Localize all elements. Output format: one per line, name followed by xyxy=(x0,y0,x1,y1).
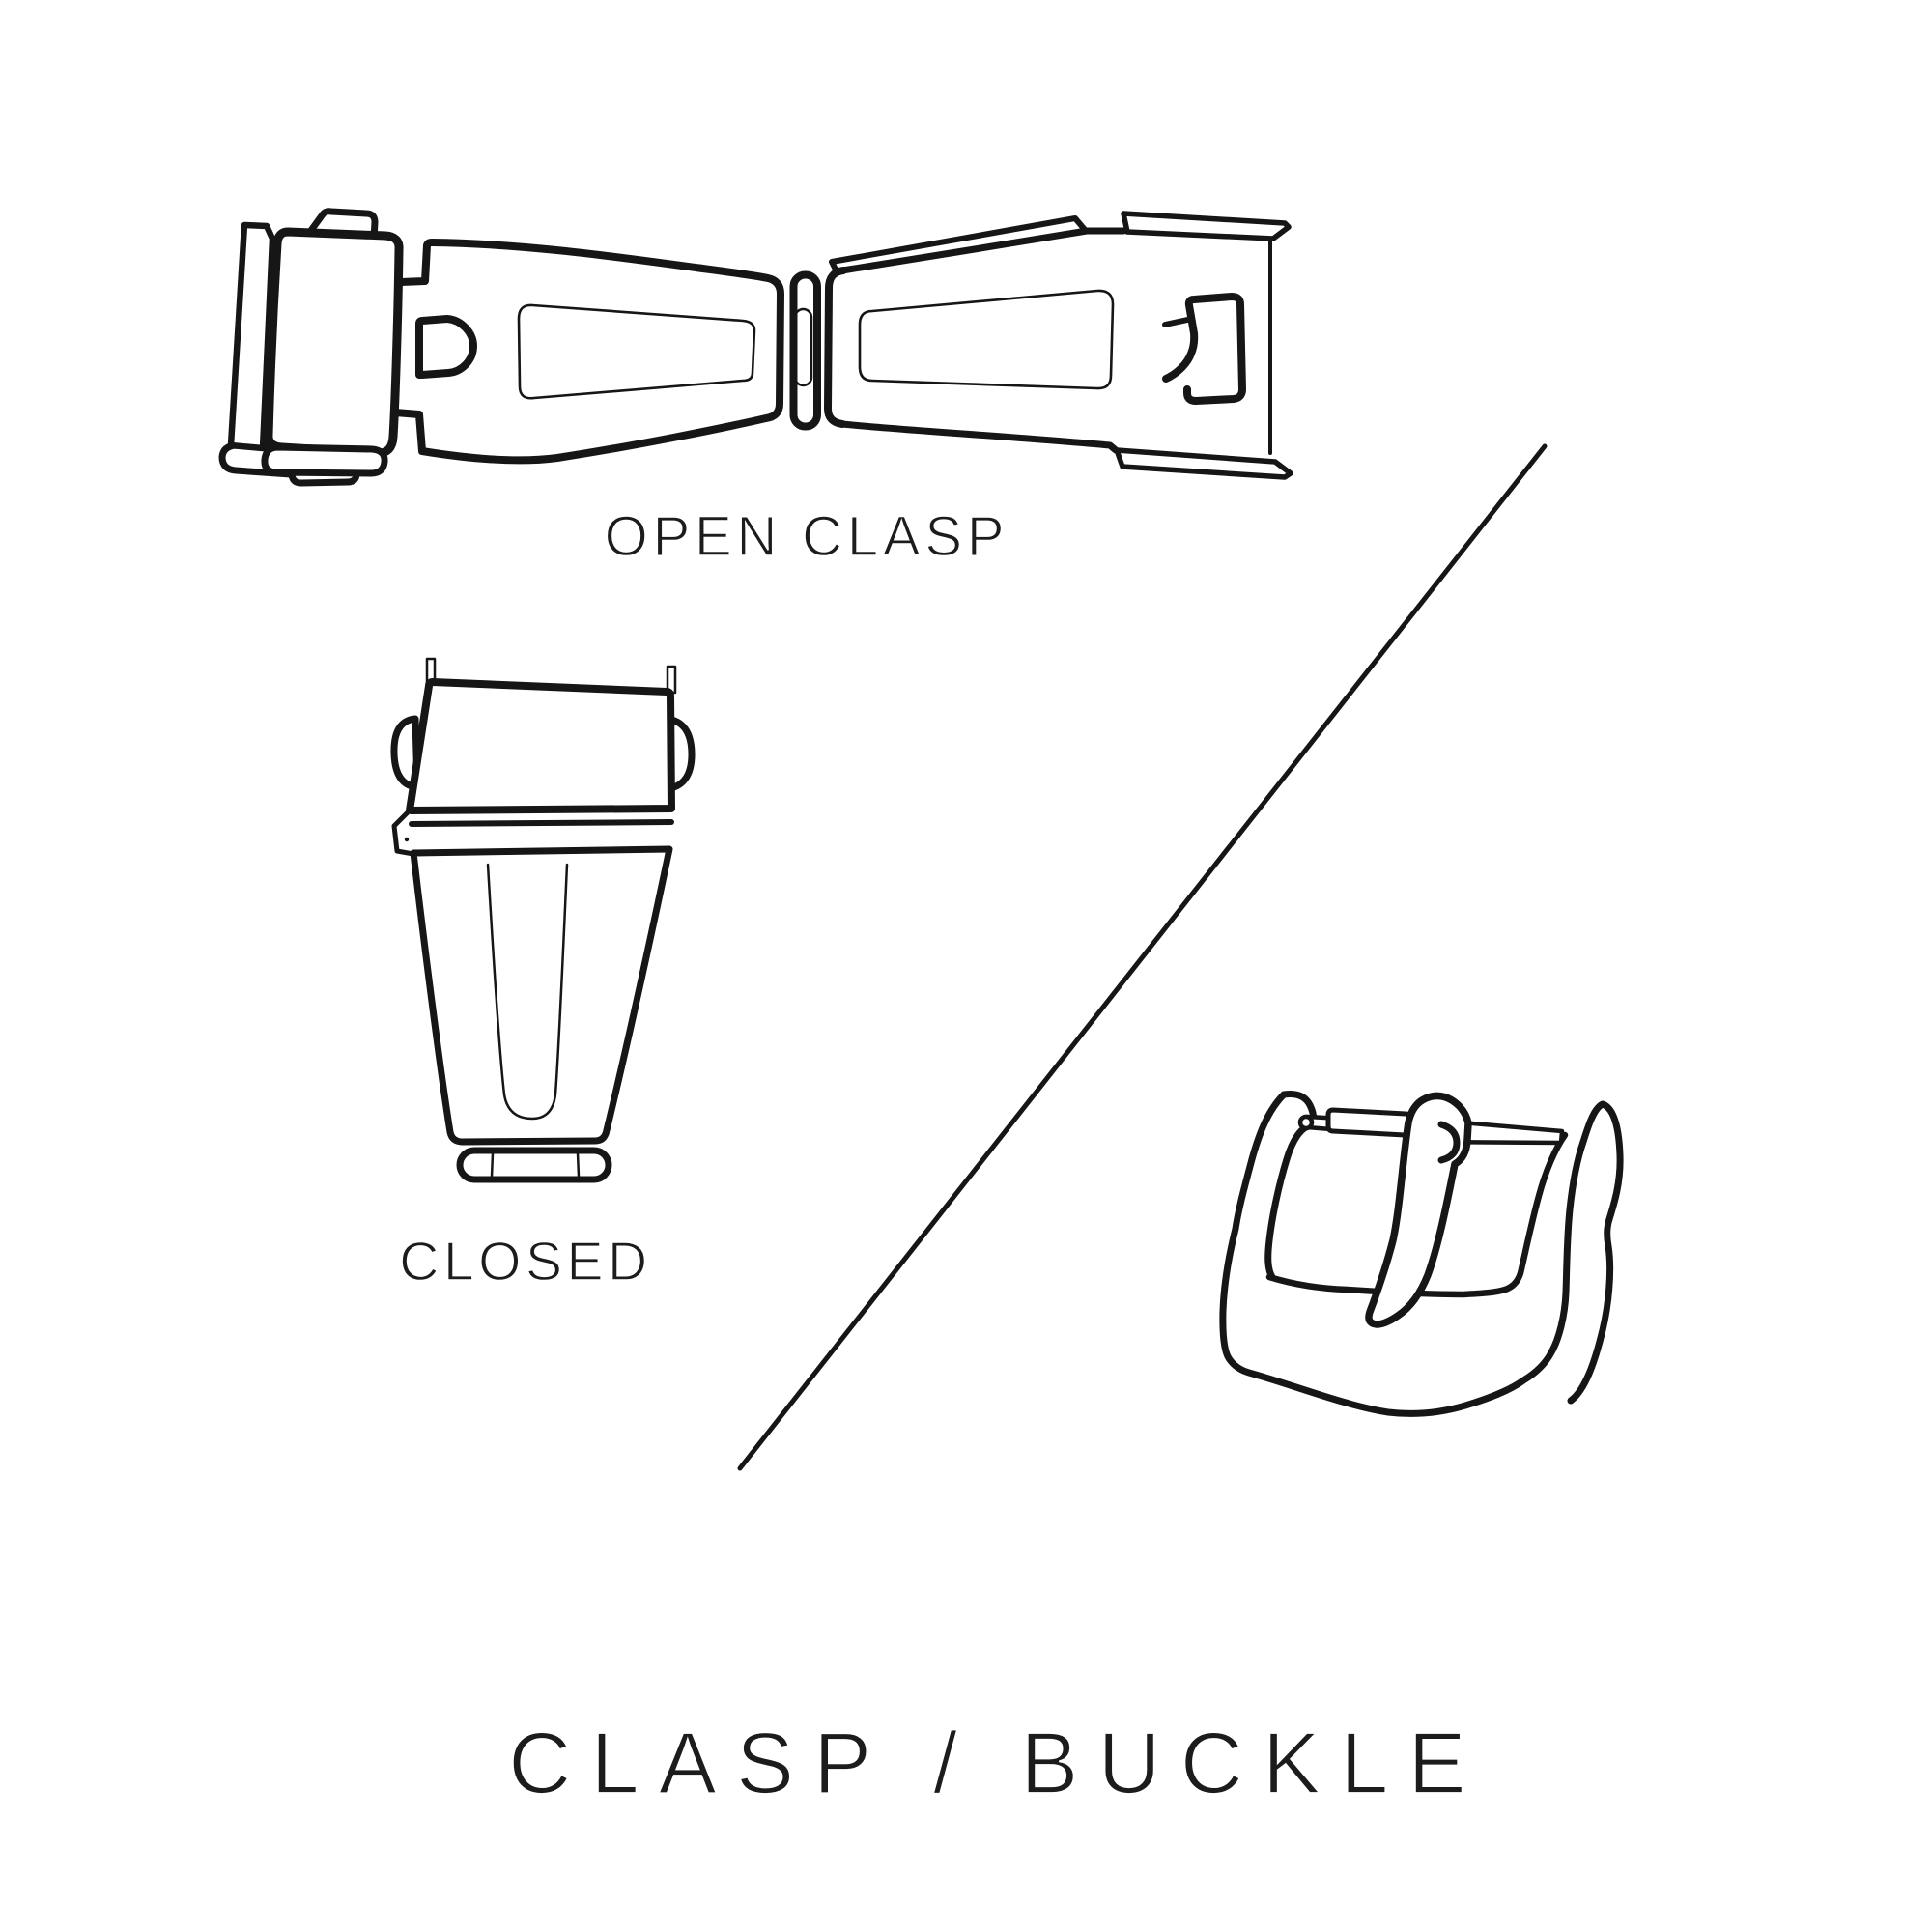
svg-text:OPEN CLASP: OPEN CLASP xyxy=(605,505,1009,568)
svg-text:CLOSED: CLOSED xyxy=(399,1231,651,1293)
svg-text:CLASP / BUCKLE: CLASP / BUCKLE xyxy=(508,1716,1485,1812)
